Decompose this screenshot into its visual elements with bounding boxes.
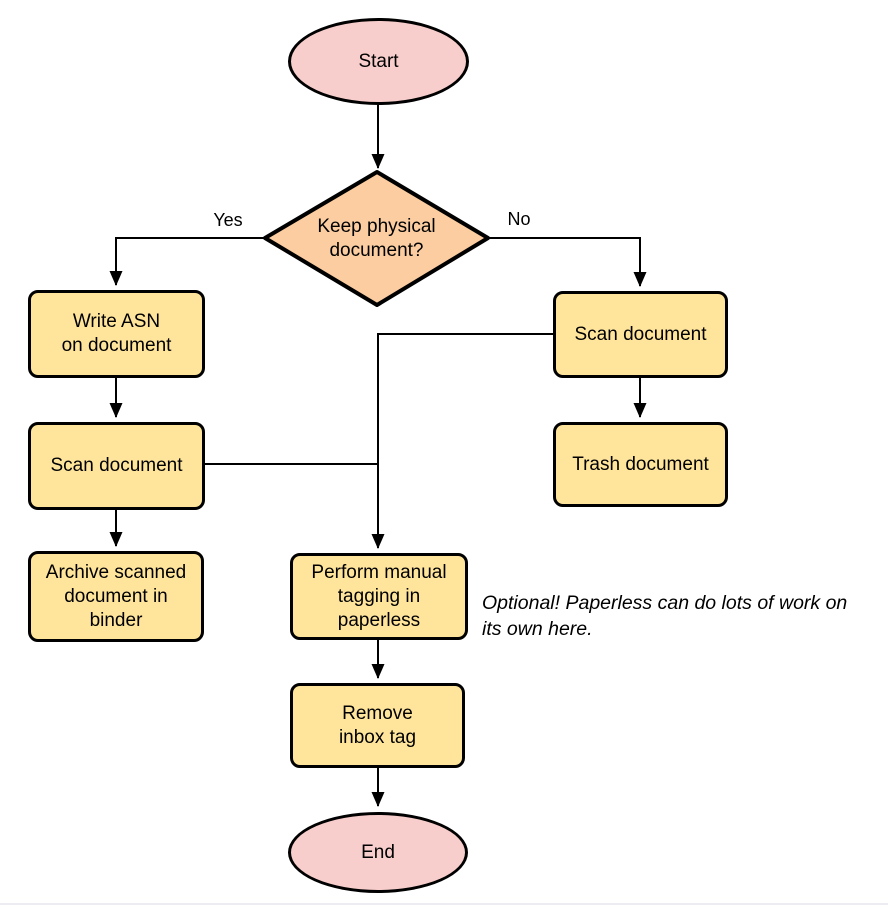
node-perform-manual-tagging: Perform manual tagging in paperless xyxy=(290,553,468,640)
node-archive-scanned-document-label: Archive scanned document in binder xyxy=(45,561,187,631)
edge-label-yes: Yes xyxy=(213,210,243,230)
bottom-divider-line xyxy=(0,903,888,905)
edge-label-no: No xyxy=(507,209,531,229)
edge-decision-yes-to-write-asn xyxy=(109,237,265,286)
node-write-asn-label: Write ASN on document xyxy=(61,311,172,356)
node-start: Start xyxy=(288,18,469,105)
node-scan-document-right-label: Scan document xyxy=(574,323,707,345)
annotation-optional-note: Optional! Paperless can do lots of work … xyxy=(482,592,848,640)
node-end: End xyxy=(288,812,468,893)
node-remove-inbox-tag: Remove inbox tag xyxy=(290,683,465,768)
node-remove-inbox-tag-label: Remove inbox tag xyxy=(338,702,417,748)
node-scan-document-left-label: Scan document xyxy=(50,455,183,476)
node-start-label: Start xyxy=(358,50,399,72)
node-scan-document-left: Scan document xyxy=(28,422,205,510)
edge-scan-right-to-tagging xyxy=(371,333,553,549)
decision-diamond-shape xyxy=(263,170,490,307)
node-scan-document-right: Scan document xyxy=(553,291,728,378)
node-trash-document-label: Trash document xyxy=(572,453,709,475)
node-trash-document: Trash document xyxy=(553,422,728,507)
node-perform-manual-tagging-label: Perform manual tagging in paperless xyxy=(311,561,447,631)
node-write-asn: Write ASN on document xyxy=(28,290,205,378)
edge-decision-no-to-scan-right xyxy=(488,237,647,287)
node-end-label: End xyxy=(361,841,395,863)
node-decision-label: Keep physical document? xyxy=(317,215,436,261)
node-archive-scanned-document: Archive scanned document in binder xyxy=(28,551,204,642)
